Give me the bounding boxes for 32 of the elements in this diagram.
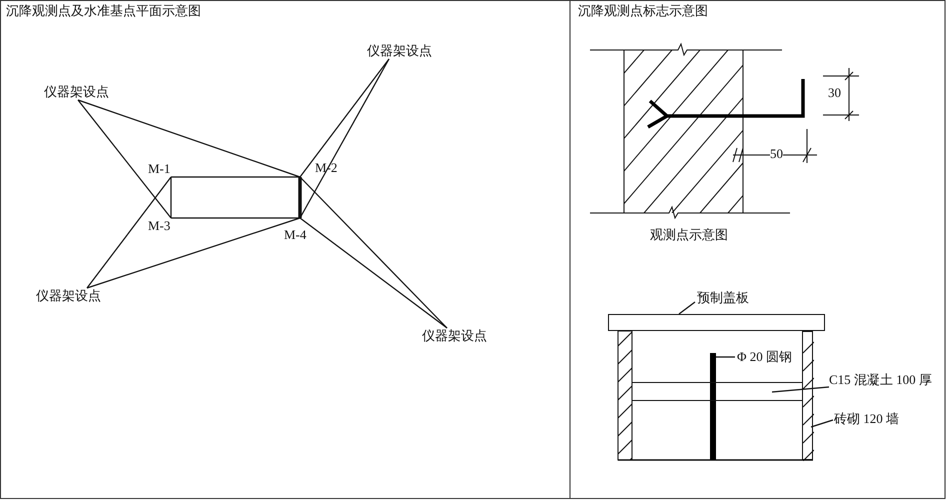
sight-line (86, 217, 300, 289)
sight-line (78, 99, 300, 178)
leader-line (716, 356, 735, 358)
sight-line (86, 176, 172, 288)
point-label: M-1 (148, 161, 170, 177)
brick-wall (802, 331, 813, 460)
station-label: 仪器架设点 (367, 43, 432, 59)
part-label: C15 混凝土 100 厚 (829, 372, 932, 388)
caption: 观测点示意图 (650, 227, 728, 243)
building-outline (171, 176, 300, 178)
leader-line (810, 419, 834, 428)
panel-title: 沉降观测点标志示意图 (578, 3, 708, 19)
station-label: 仪器架设点 (422, 328, 487, 344)
cover-slab (608, 314, 825, 331)
concrete-layer (632, 382, 802, 401)
part-label: Φ 20 圆钢 (737, 349, 792, 365)
station-label: 仪器架设点 (36, 288, 101, 304)
sight-line (300, 58, 390, 178)
panel-title: 沉降观测点及水准基点平面示意图 (6, 3, 201, 19)
station-label: 仪器架设点 (44, 84, 109, 100)
sight-line (300, 176, 448, 328)
steel-rod (710, 353, 716, 460)
part-label: 预制盖板 (697, 290, 749, 306)
sight-line (78, 100, 172, 218)
point-label: M-4 (284, 227, 306, 243)
building-outline (298, 177, 302, 218)
part-label: 砖砌 120 墙 (834, 411, 899, 427)
sight-line (300, 218, 448, 328)
building-outline (171, 217, 300, 219)
point-label: M-3 (148, 218, 170, 234)
leader-line (678, 302, 696, 314)
building-outline (170, 177, 172, 218)
